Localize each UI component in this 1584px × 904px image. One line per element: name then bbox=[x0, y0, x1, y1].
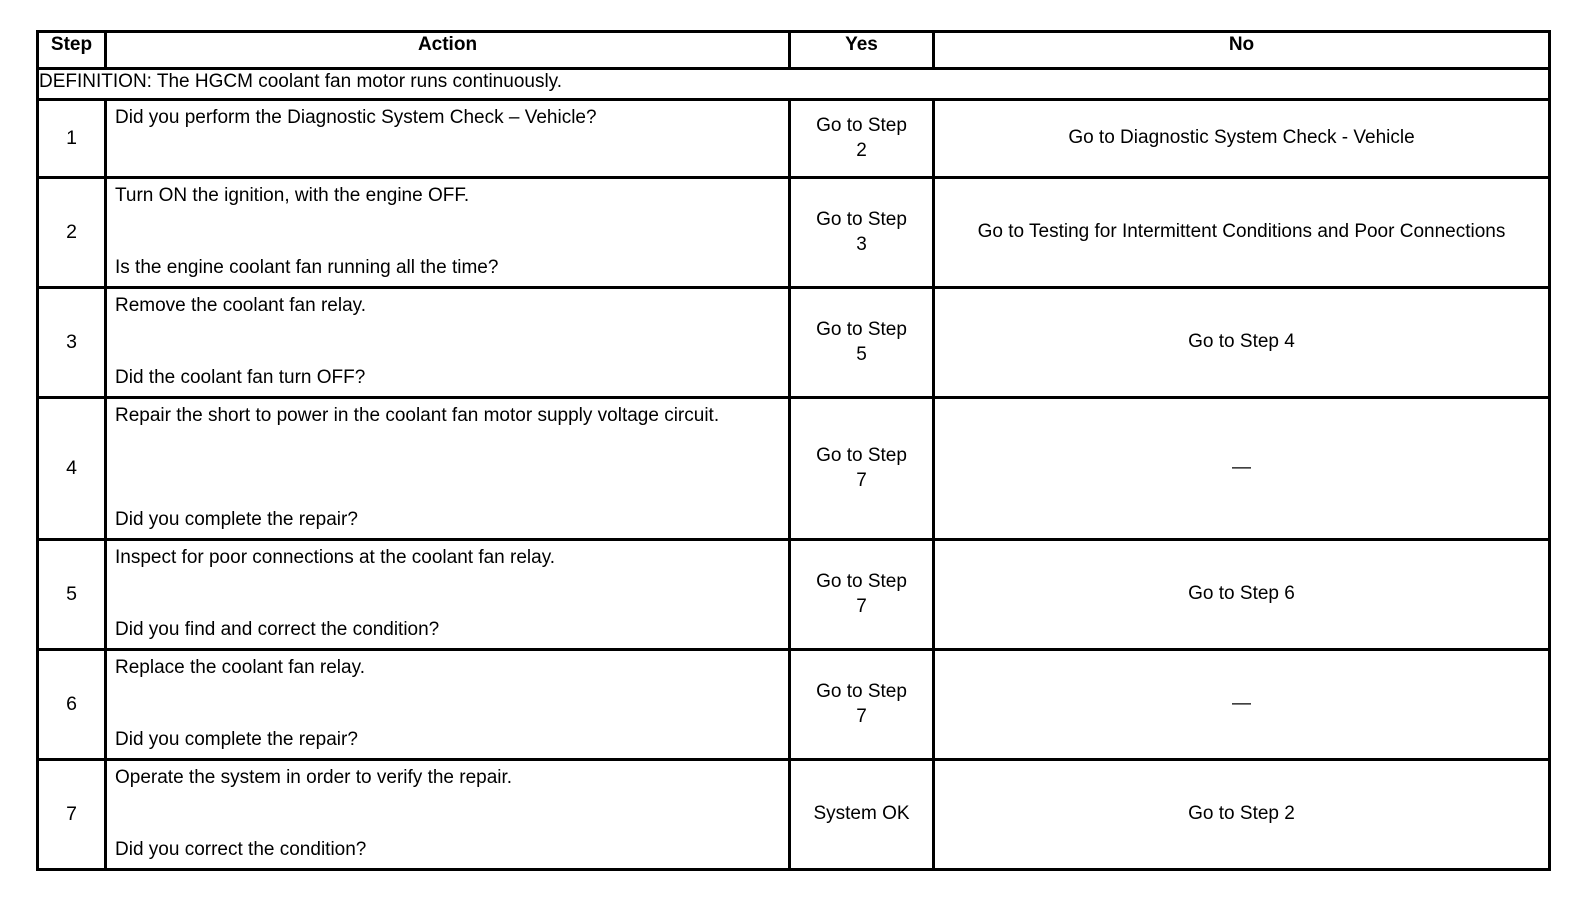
definition-row: DEFINITION: The HGCM coolant fan motor r… bbox=[36, 67, 1551, 101]
action-text-top: Turn ON the ignition, with the engine OF… bbox=[115, 185, 470, 206]
table-header-row: Step Action Yes No bbox=[36, 30, 1551, 70]
no-result: Go to Step 4 bbox=[932, 286, 1551, 399]
no-result: Go to Step 6 bbox=[932, 538, 1551, 651]
step-number: 5 bbox=[36, 538, 107, 651]
table-row: 6 Replace the coolant fan relay. Did you… bbox=[36, 648, 1551, 761]
column-header-step: Step bbox=[36, 30, 107, 70]
action-cell: Operate the system in order to verify th… bbox=[104, 758, 791, 871]
no-result: — bbox=[932, 396, 1551, 541]
yes-result: Go to Step 5 bbox=[788, 286, 935, 399]
action-cell: Repair the short to power in the coolant… bbox=[104, 396, 791, 541]
yes-result: System OK bbox=[788, 758, 935, 871]
step-number: 2 bbox=[36, 176, 107, 289]
column-header-action: Action bbox=[104, 30, 791, 70]
table-row: 5 Inspect for poor connections at the co… bbox=[36, 538, 1551, 651]
yes-result: Go to Step 7 bbox=[788, 648, 935, 761]
action-text-bottom: Did you find and correct the condition? bbox=[115, 618, 440, 640]
step-number: 4 bbox=[36, 396, 107, 541]
action-cell: Remove the coolant fan relay. Did the co… bbox=[104, 286, 791, 399]
no-result: Go to Step 2 bbox=[932, 758, 1551, 871]
action-text-bottom: Did you complete the repair? bbox=[115, 728, 358, 750]
table-row: 4 Repair the short to power in the coola… bbox=[36, 396, 1551, 541]
action-text-top: Operate the system in order to verify th… bbox=[115, 767, 513, 788]
action-cell: Replace the coolant fan relay. Did you c… bbox=[104, 648, 791, 761]
step-number: 7 bbox=[36, 758, 107, 871]
no-result: — bbox=[932, 648, 1551, 761]
yes-result: Go to Step 2 bbox=[788, 98, 935, 179]
action-text-top: Repair the short to power in the coolant… bbox=[115, 405, 720, 426]
action-text-top: Did you perform the Diagnostic System Ch… bbox=[115, 107, 597, 128]
table-row: 2 Turn ON the ignition, with the engine … bbox=[36, 176, 1551, 289]
action-text-top: Remove the coolant fan relay. bbox=[115, 295, 367, 316]
no-result: Go to Testing for Intermittent Condition… bbox=[932, 176, 1551, 289]
step-number: 6 bbox=[36, 648, 107, 761]
action-cell: Did you perform the Diagnostic System Ch… bbox=[104, 98, 791, 179]
action-text-bottom: Is the engine coolant fan running all th… bbox=[115, 256, 499, 278]
yes-result: Go to Step 3 bbox=[788, 176, 935, 289]
action-text-bottom: Did the coolant fan turn OFF? bbox=[115, 366, 366, 388]
yes-result: Go to Step 7 bbox=[788, 396, 935, 541]
table-row: 3 Remove the coolant fan relay. Did the … bbox=[36, 286, 1551, 399]
step-number: 3 bbox=[36, 286, 107, 399]
action-text-top: Inspect for poor connections at the cool… bbox=[115, 547, 556, 568]
action-cell: Turn ON the ignition, with the engine OF… bbox=[104, 176, 791, 289]
yes-result: Go to Step 7 bbox=[788, 538, 935, 651]
step-number: 1 bbox=[36, 98, 107, 179]
column-header-no: No bbox=[932, 30, 1551, 70]
no-result: Go to Diagnostic System Check - Vehicle bbox=[932, 98, 1551, 179]
action-text-bottom: Did you correct the condition? bbox=[115, 838, 367, 860]
action-text-top: Replace the coolant fan relay. bbox=[115, 657, 365, 678]
column-header-yes: Yes bbox=[788, 30, 935, 70]
table-row: 1 Did you perform the Diagnostic System … bbox=[36, 98, 1551, 179]
action-cell: Inspect for poor connections at the cool… bbox=[104, 538, 791, 651]
definition-text: DEFINITION: The HGCM coolant fan motor r… bbox=[36, 67, 1551, 101]
diagnostic-table: Step Action Yes No DEFINITION: The HGCM … bbox=[36, 30, 1551, 871]
table-row: 7 Operate the system in order to verify … bbox=[36, 758, 1551, 871]
action-text-bottom: Did you complete the repair? bbox=[115, 508, 358, 530]
